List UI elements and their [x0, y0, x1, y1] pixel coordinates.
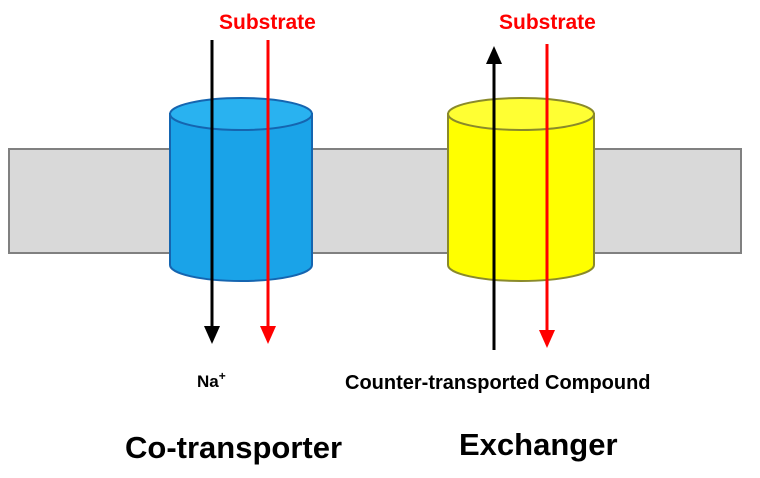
exchanger-channel [447, 97, 595, 282]
cotransporter-caption: Co-transporter [125, 430, 342, 465]
exchanger-cylinder-top [447, 97, 595, 131]
exchanger-substrate-label: Substrate [499, 11, 596, 34]
na-inward-arrow [204, 40, 220, 344]
counter-compound-label: Counter-transported Compound [345, 372, 651, 394]
cotransporter-channel [169, 97, 313, 282]
cotransporter-cylinder-body [169, 113, 313, 282]
exchanger-caption: Exchanger [459, 427, 618, 462]
membrane [8, 148, 742, 254]
sodium-ion-label: Na+ [197, 369, 226, 391]
cotransporter-cylinder-top [169, 97, 313, 131]
cotransporter-substrate-arrow [260, 40, 276, 344]
sodium-ion-symbol: Na [197, 372, 219, 391]
cotransporter-substrate-label: Substrate [219, 11, 316, 34]
sodium-ion-charge: + [219, 369, 226, 383]
counter-compound-outward-arrow [486, 46, 502, 350]
exchanger-cylinder-body [447, 113, 595, 282]
exchanger-substrate-arrow [539, 44, 555, 348]
